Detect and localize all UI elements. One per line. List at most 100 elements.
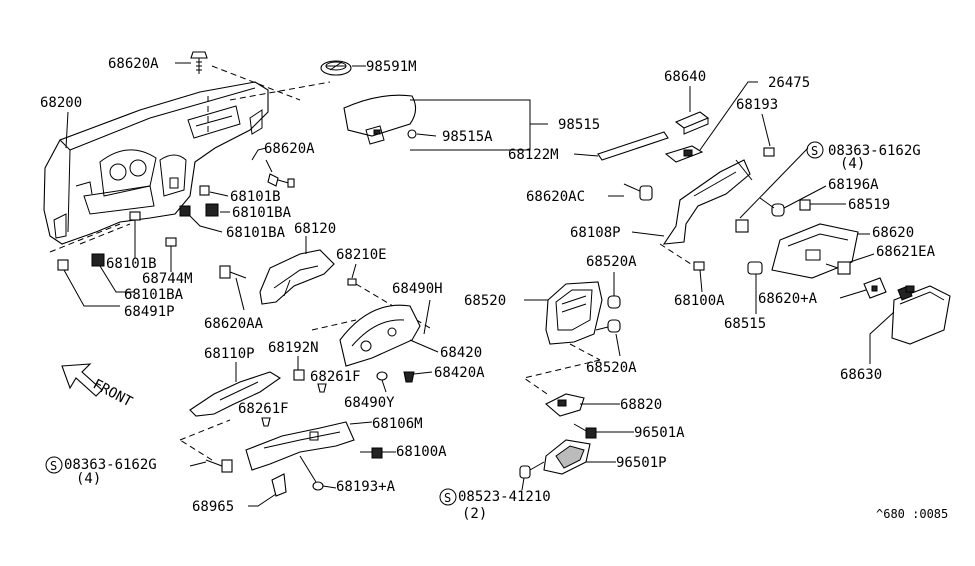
- leader: [699, 81, 758, 151]
- label-08363-left-qty: (4): [76, 471, 101, 487]
- label-68200: 68200: [40, 95, 82, 111]
- label-68193: 68193: [736, 97, 778, 113]
- label-68261F-b: 68261F: [238, 401, 289, 417]
- leader: [381, 379, 387, 393]
- clip-68519: [799, 199, 811, 211]
- part-68820: [545, 393, 585, 417]
- label-08363-right-qty: (4): [840, 156, 865, 172]
- leader: [248, 493, 277, 507]
- label-68744M: 68744M: [142, 271, 193, 287]
- screw-08363-right: [735, 219, 749, 233]
- screw-68100A-right: [693, 261, 705, 271]
- leader: [839, 289, 867, 299]
- cluster-lid-68120: [259, 249, 335, 305]
- label-68122M: 68122M: [508, 147, 559, 163]
- leader: [410, 99, 548, 151]
- leader: [416, 133, 437, 137]
- screw-68193: [763, 147, 775, 157]
- strip-68122M: [597, 131, 669, 161]
- label-68106M: 68106M: [372, 416, 423, 432]
- label-96501A: 96501A: [634, 425, 685, 441]
- leader: [869, 311, 895, 364]
- screw-08523: [519, 461, 545, 479]
- leader: [739, 147, 809, 219]
- screw-mark-icon-3: S: [439, 488, 457, 506]
- label-68620A-mid: 68620A: [264, 141, 315, 157]
- leader: [631, 231, 665, 237]
- leader: [351, 263, 431, 335]
- label-68101B-a: 68101B: [230, 189, 281, 205]
- label-68101B-b: 68101B: [106, 256, 157, 272]
- screw-mark-icon-2: S: [45, 456, 63, 474]
- leader: [413, 371, 433, 375]
- clip-68965: [271, 473, 287, 497]
- label-08523: 08523-41210: [458, 489, 551, 505]
- label-68108P: 68108P: [570, 225, 621, 241]
- svg-text:S: S: [811, 144, 818, 158]
- label-68210E: 68210E: [336, 247, 387, 263]
- label-68965: 68965: [192, 499, 234, 515]
- guide-line: [49, 223, 131, 253]
- label-68100A-left: 68100A: [396, 444, 447, 460]
- label-96501P: 96501P: [616, 455, 667, 471]
- clip-68491P: [57, 259, 69, 271]
- label-68101BA-a: 68101BA: [232, 205, 292, 221]
- screw-08363-left: [205, 459, 233, 473]
- label-68420A: 68420A: [434, 365, 485, 381]
- label-68620: 68620: [872, 225, 914, 241]
- label-68101BA-c: 68101BA: [124, 287, 184, 303]
- leader: [615, 333, 621, 357]
- clip-68261F-b: [261, 417, 271, 427]
- part-68515: [747, 261, 763, 275]
- leader: [699, 269, 703, 293]
- leader: [761, 113, 771, 147]
- label-68520: 68520: [464, 293, 506, 309]
- part-68640: [674, 111, 710, 135]
- clip-68101BA-c: [91, 253, 105, 267]
- bracket-68108P: [662, 159, 753, 245]
- frame-68520: [545, 281, 603, 345]
- screw-68621EA: [825, 261, 851, 275]
- label-68110P: 68110P: [204, 346, 255, 362]
- part-26475: [664, 145, 704, 163]
- label-68520A-bot: 68520A: [586, 360, 637, 376]
- label-68630: 68630: [840, 367, 882, 383]
- lid-68630: [891, 285, 951, 345]
- label-08363-left: 08363-6162G: [64, 457, 157, 473]
- part-68620plusA: [863, 277, 887, 299]
- svg-text:S: S: [444, 491, 451, 505]
- screw-96501A: [573, 423, 597, 439]
- nut-98515A: [407, 129, 417, 139]
- label-68261F-a: 68261F: [310, 369, 361, 385]
- label-26475: 26475: [768, 75, 810, 91]
- leader: [783, 185, 827, 209]
- leader: [63, 220, 172, 307]
- label-68620A-top: 68620A: [108, 56, 159, 72]
- leader: [849, 253, 875, 263]
- leader: [189, 191, 230, 233]
- label-68196A: 68196A: [828, 177, 879, 193]
- label-68193plusA: 68193+A: [336, 479, 396, 495]
- clip-68420A: [403, 371, 415, 383]
- leader: [265, 159, 273, 173]
- leader: [409, 339, 439, 353]
- glovebox-68620: [771, 223, 859, 279]
- leader: [299, 455, 337, 489]
- speaker-grille-98591M: [320, 60, 352, 76]
- clip-68620A-mid: [267, 173, 295, 188]
- label-68515: 68515: [724, 316, 766, 332]
- screw-68100A-left: [360, 447, 383, 459]
- label-68120: 68120: [294, 221, 336, 237]
- clip-68261F: [317, 383, 327, 393]
- guide-line: [207, 65, 331, 132]
- svg-text:S: S: [50, 459, 57, 473]
- label-68101BA-b: 68101BA: [226, 225, 286, 241]
- label-68420: 68420: [440, 345, 482, 361]
- leader: [573, 153, 599, 157]
- leader: [235, 277, 245, 311]
- bracket-68106M: [245, 421, 355, 471]
- label-68621EA: 68621EA: [876, 244, 936, 260]
- clip-68196A: [759, 197, 785, 217]
- screw-68620AC: [623, 183, 653, 201]
- airbag-module-98515: [343, 94, 417, 145]
